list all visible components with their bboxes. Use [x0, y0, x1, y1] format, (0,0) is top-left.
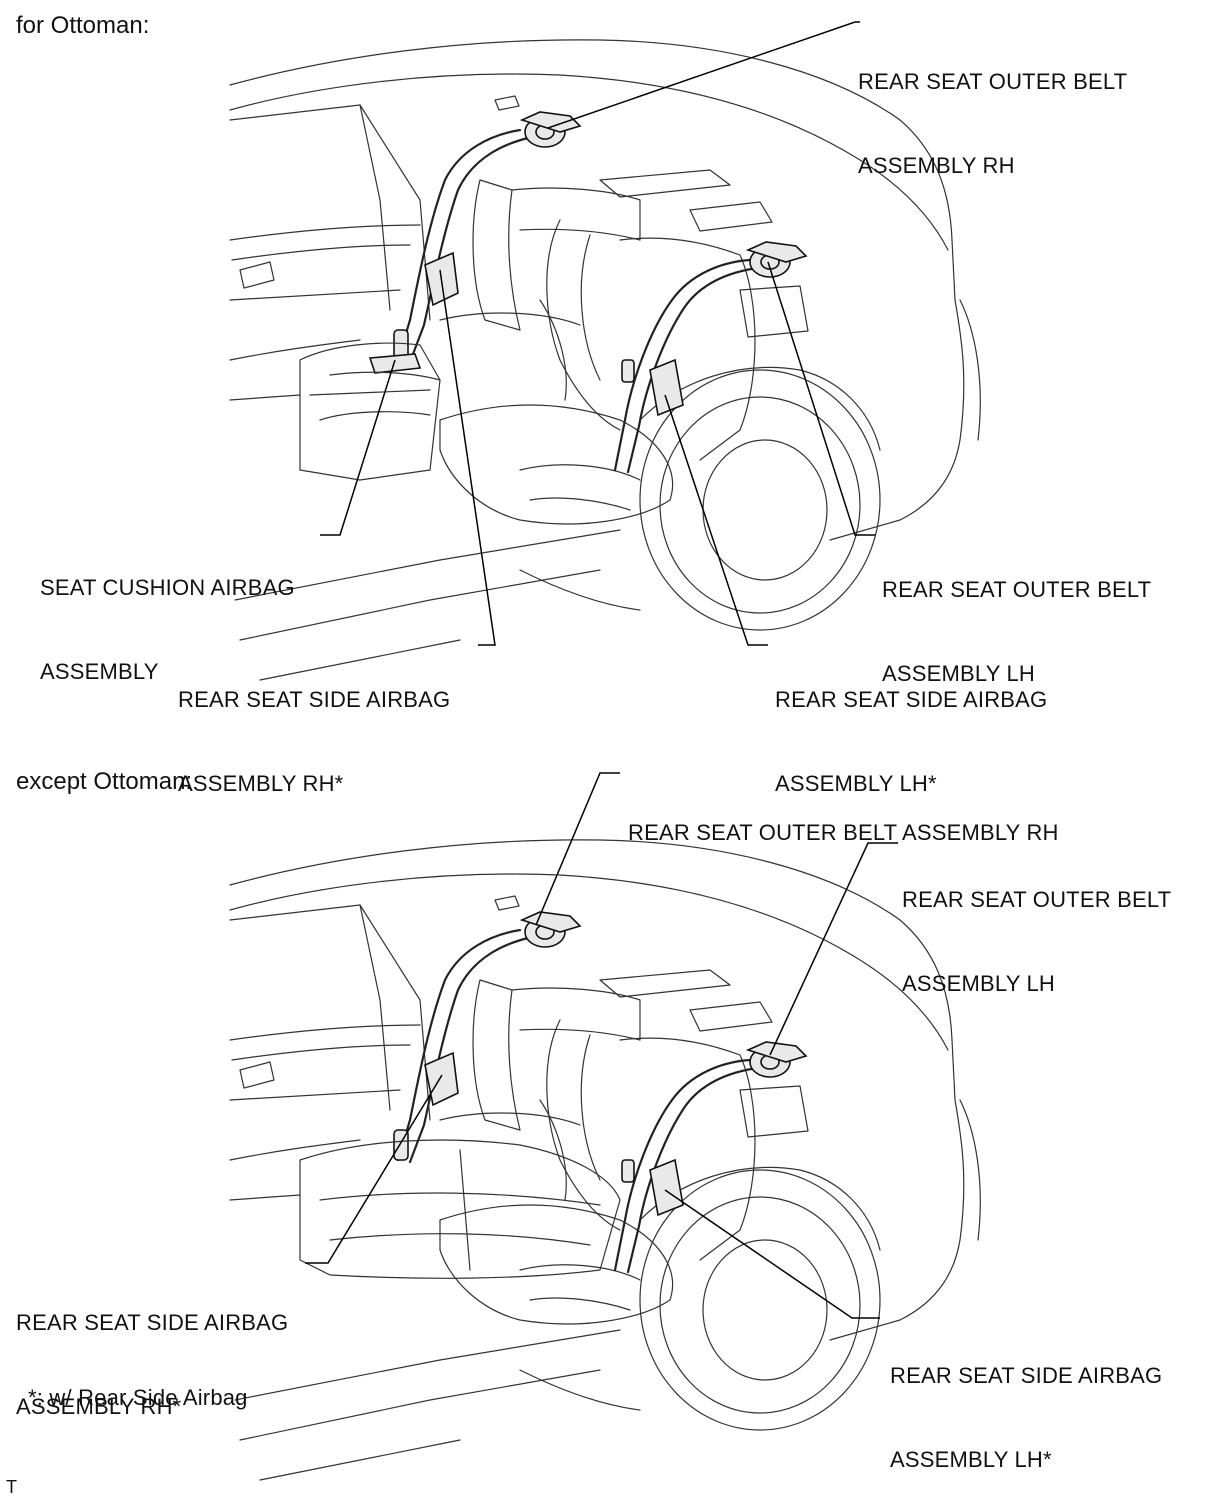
footnote: *: w/ Rear Side Airbag: [28, 1385, 248, 1410]
section-title-ottoman: for Ottoman:: [16, 12, 150, 39]
label-side-airbag-rh-ottoman: REAR SEAT SIDE AIRBAG ASSEMBLY RH*: [178, 687, 451, 796]
label-side-airbag-rh-except: REAR SEAT SIDE AIRBAG ASSEMBLY RH*: [16, 1310, 289, 1419]
leader-lines-except-ottoman: [305, 772, 898, 1319]
car-diagram-except-ottoman: [229, 839, 981, 1481]
car-diagram-ottoman: [229, 39, 981, 681]
label-outer-belt-lh-ottoman: REAR SEAT OUTER BELT ASSEMBLY LH: [882, 577, 1152, 686]
label-outer-belt-rh-except: REAR SEAT OUTER BELT ASSEMBLY RH: [628, 820, 1059, 845]
corner-mark: T: [6, 1477, 18, 1497]
label-side-airbag-lh-except: REAR SEAT SIDE AIRBAG ASSEMBLY LH*: [890, 1363, 1163, 1472]
seat-cushion-airbag-part: [368, 353, 422, 374]
leader-lines-ottoman: [320, 21, 875, 646]
label-side-airbag-lh-ottoman: REAR SEAT SIDE AIRBAG ASSEMBLY LH*: [775, 687, 1048, 796]
label-seat-cushion-airbag: SEAT CUSHION AIRBAG ASSEMBLY: [40, 575, 295, 684]
label-outer-belt-lh-except: REAR SEAT OUTER BELT ASSEMBLY LH: [902, 887, 1172, 996]
label-outer-belt-rh-ottoman: REAR SEAT OUTER BELT ASSEMBLY RH: [858, 69, 1128, 178]
section-title-except-ottoman: except Ottoman:: [16, 768, 193, 795]
